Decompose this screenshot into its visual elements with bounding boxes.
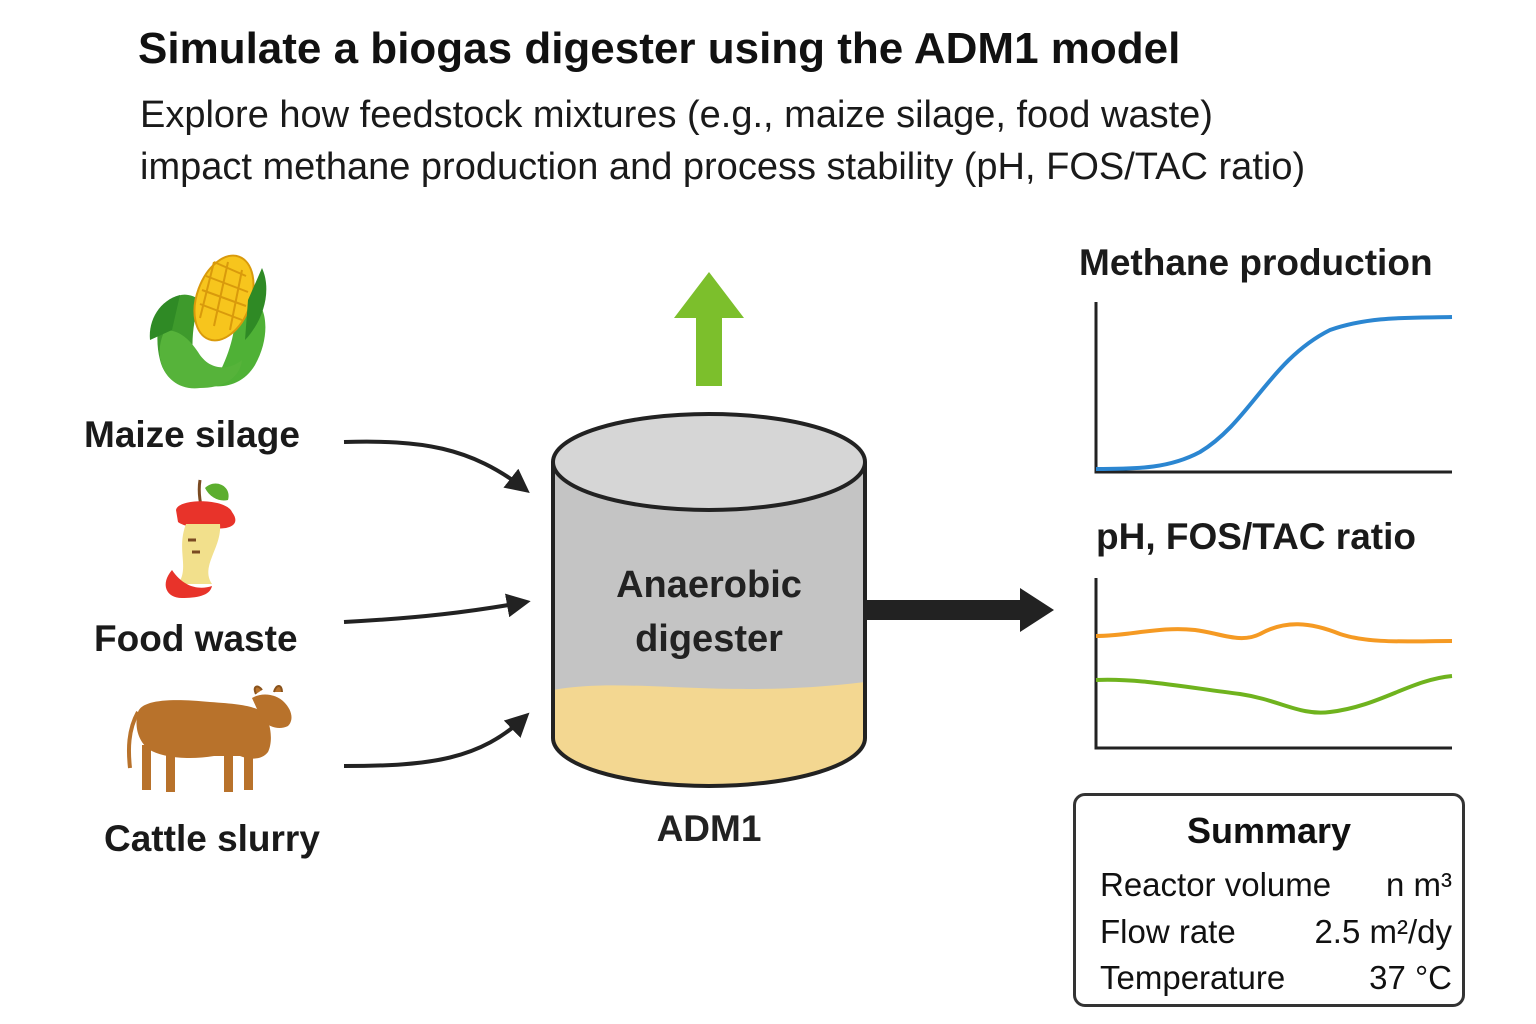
summary-value: n m³ [1386,866,1452,903]
summary-row-temperature: Temperature 37 °C [1100,959,1452,999]
summary-panel: Summary Reactor volume n m³ Flow rate 2.… [1073,793,1465,1007]
maize-feed-arrow [343,439,530,493]
methane-line [1095,315,1453,471]
digester-label: Anaerobic digester [553,558,865,666]
summary-value: 2.5 m²/dy [1314,913,1452,950]
summary-row-reactor-volume: Reactor volume n m³ [1100,866,1452,906]
stability-chart-title: pH, FOS/TAC ratio [1096,516,1416,557]
food-waste-feed-arrow [343,593,531,624]
ph-green-line [1095,674,1453,715]
methane-chart-title: Methane production [1079,242,1433,283]
summary-key: Temperature [1100,959,1286,996]
feedstock-label-cattle-slurry: Cattle slurry [104,818,320,859]
stability-chart-axes [1094,578,1452,750]
output-arrow [866,588,1054,632]
summary-value: 37 °C [1369,959,1452,996]
methane-chart-axes [1094,302,1452,474]
summary-key: Flow rate [1100,913,1236,950]
summary-title: Summary [1186,810,1352,851]
digester-label-line-1: Anaerobic [616,564,802,606]
apple-core-icon [165,479,236,598]
digester-tank [551,412,867,788]
fos-tac-orange-line [1095,622,1453,644]
methane-chart [1094,302,1453,474]
maize-icon [149,254,267,389]
subtitle-line-1: Explore how feedstock mixtures (e.g., ma… [140,94,1213,136]
digester-label-line-2: digester [635,618,783,660]
summary-key: Reactor volume [1100,866,1332,903]
subtitle-line-2: impact methane production and process st… [140,146,1306,188]
digester-caption: ADM1 [656,808,762,849]
feedstock-label-food-waste: Food waste [94,618,298,659]
page-title: Simulate a biogas digester using the ADM… [138,24,1181,73]
cow-icon [127,685,292,792]
stability-chart [1094,578,1453,750]
up-arrow-icon [674,272,744,386]
feedstock-label-maize: Maize silage [84,414,300,455]
cattle-slurry-feed-arrow [343,712,530,768]
summary-row-flow-rate: Flow rate 2.5 m²/dy [1100,913,1452,953]
